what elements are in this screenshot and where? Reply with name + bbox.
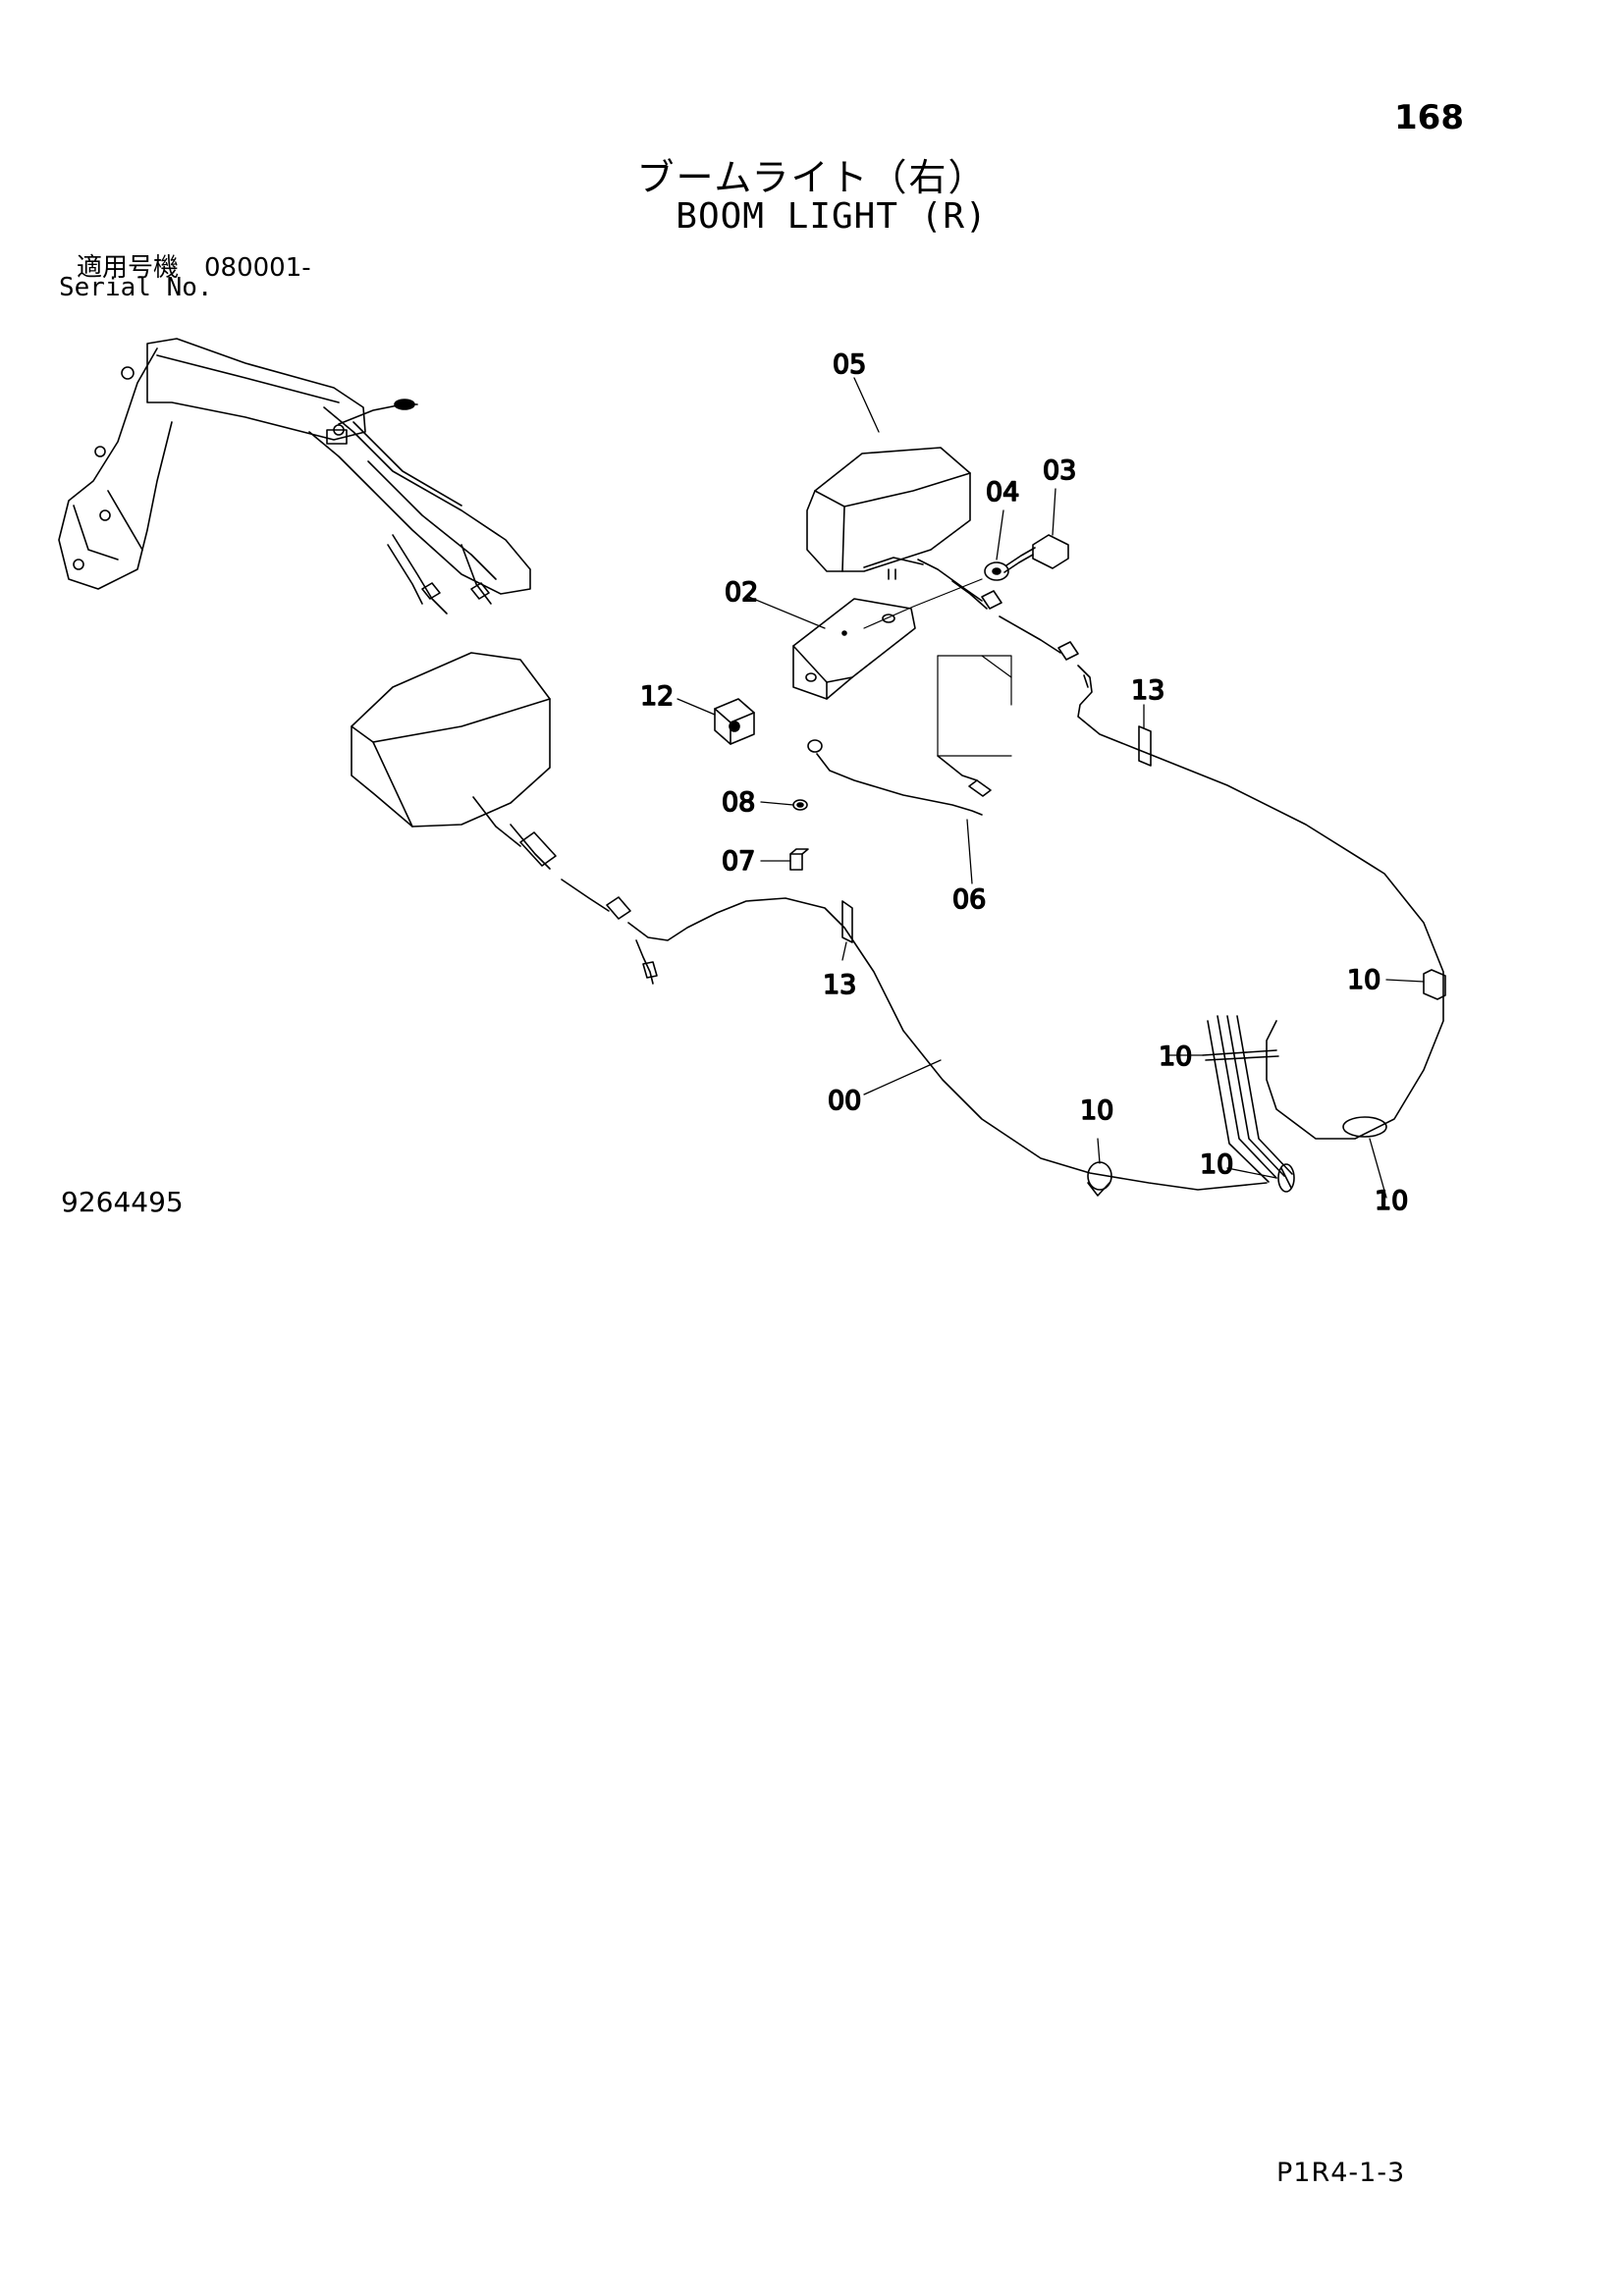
callout-07: 07 <box>722 846 755 877</box>
excavator-boom-overview <box>58 338 531 614</box>
callout-10-right: 10 <box>1347 965 1380 995</box>
callout-02: 02 <box>725 577 758 608</box>
clip-13-lower <box>841 900 853 943</box>
bolt-03 <box>1003 534 1069 573</box>
serial-label-english: Serial No. <box>59 273 213 302</box>
lamp-05 <box>806 447 983 602</box>
callout-04: 04 <box>986 477 1019 507</box>
callout-00: 00 <box>828 1086 861 1116</box>
lock-washer-08 <box>792 799 808 811</box>
lamp-05-connector-cable <box>951 580 1444 1140</box>
callout-06: 06 <box>952 884 986 915</box>
assembly-axis-line <box>863 578 983 629</box>
drawing-code: P1R4-1-3 <box>1276 2158 1406 2188</box>
callout-10-bottom: 10 <box>1375 1186 1408 1216</box>
bracket-02 <box>792 598 916 700</box>
serial-label-japanese: 適用号機 080001- <box>77 253 311 283</box>
callout-05: 05 <box>833 349 866 380</box>
callout-10-lower: 10 <box>1200 1149 1233 1180</box>
ties-10 <box>1087 969 1446 1197</box>
callout-08: 08 <box>722 787 755 818</box>
callout-13-upper: 13 <box>1131 675 1164 706</box>
document-number: 9264495 <box>61 1186 184 1218</box>
wire-bundle <box>1202 1015 1293 1183</box>
callout-10-mid: 10 <box>1080 1095 1113 1126</box>
callout-leader-lines <box>677 377 1425 1199</box>
screw-07 <box>789 848 809 871</box>
page-title-japanese: ブームライト（右） <box>636 156 988 199</box>
clip-13-upper <box>1138 725 1152 767</box>
page-title-english: BOOM LIGHT (R) <box>676 196 988 237</box>
nut-12 <box>714 698 755 745</box>
ground-wire-06 <box>807 739 992 816</box>
page-number: 168 <box>1394 98 1464 137</box>
mounting-frame-outline <box>937 655 1012 757</box>
washer-04 <box>984 561 1009 581</box>
harness-00 <box>510 824 1268 1191</box>
callout-13-lower: 13 <box>823 970 856 1000</box>
callout-03: 03 <box>1043 455 1076 486</box>
lamp-assembly <box>351 652 551 847</box>
callout-12: 12 <box>640 681 674 712</box>
callout-10-bundle: 10 <box>1159 1041 1192 1072</box>
